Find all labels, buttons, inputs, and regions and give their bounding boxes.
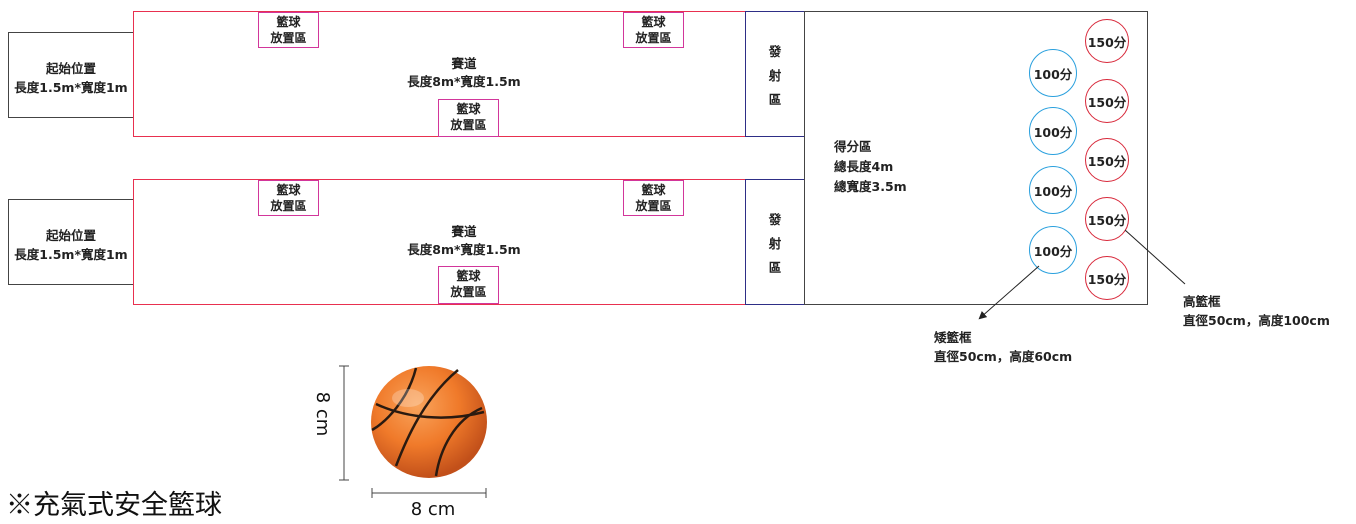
launch-zone-char: 發	[768, 44, 782, 59]
launch-zone-bottom: 發 射 區	[745, 179, 805, 305]
high-hoop: 150分	[1085, 197, 1129, 241]
ball-zone-label: 放置區	[450, 285, 487, 299]
low-hoop-title: 矮籃框	[934, 330, 972, 345]
ball-zone-label: 籃球	[641, 183, 666, 197]
ball-zone-top-left: 籃球 放置區	[258, 12, 319, 48]
track-label: 賽道 長度8m*寬度1.5m	[374, 223, 554, 259]
ball-caption: ※充氣式安全籃球	[6, 490, 222, 521]
launch-zone-char: 發	[768, 212, 782, 227]
ball-zone-label: 籃球	[456, 102, 481, 116]
ball-zone-bottom-right: 籃球 放置區	[623, 180, 684, 216]
ball-zone-label: 籃球	[276, 183, 301, 197]
ball-zone-label: 放置區	[270, 199, 307, 213]
ball-zone-label: 籃球	[276, 15, 301, 29]
track-size: 長度8m*寬度1.5m	[407, 74, 521, 89]
start-position-box-bottom: 起始位置 長度1.5m*寬度1m	[8, 199, 134, 285]
start-position-size: 長度1.5m*寬度1m	[14, 247, 128, 262]
start-position-label: 起始位置	[45, 228, 96, 243]
track-name: 賽道	[451, 56, 477, 71]
start-position-label: 起始位置	[45, 61, 96, 76]
high-hoop: 150分	[1085, 19, 1129, 63]
launch-zone-char: 區	[768, 92, 782, 107]
launch-zone-char: 區	[768, 260, 782, 275]
launch-zone-char: 射	[768, 68, 782, 83]
ball-zone-bottom-center: 籃球 放置區	[438, 266, 499, 304]
low-hoop-note: 矮籃框 直徑50cm，高度60cm	[934, 328, 1134, 366]
launch-zone-char: 射	[768, 236, 782, 251]
high-hoop-title: 高籃框	[1183, 294, 1221, 309]
score-area-length: 總長度4m	[834, 159, 894, 174]
ball-zone-bottom-left: 籃球 放置區	[258, 180, 319, 216]
low-hoop: 100分	[1029, 107, 1077, 155]
basketball-figure	[339, 365, 487, 498]
ball-zone-top-center: 籃球 放置區	[438, 99, 499, 137]
launch-zone-top: 發 射 區	[745, 11, 805, 137]
track-label: 賽道 長度8m*寬度1.5m	[374, 55, 554, 91]
ball-zone-label: 籃球	[641, 15, 666, 29]
high-hoop: 150分	[1085, 138, 1129, 182]
low-hoop-spec: 直徑50cm，高度60cm	[934, 349, 1073, 364]
ball-width-label: 8 cm	[410, 499, 456, 520]
high-hoop-note: 高籃框 直徑50cm，高度100cm	[1183, 292, 1355, 330]
high-hoop: 150分	[1085, 79, 1129, 123]
ball-zone-label: 籃球	[456, 269, 481, 283]
high-hoop: 150分	[1085, 256, 1129, 300]
low-hoop: 100分	[1029, 166, 1077, 214]
high-hoop-arrow	[1124, 229, 1186, 285]
score-area-label: 得分區 總長度4m 總寬度3.5m	[834, 137, 954, 197]
ball-zone-label: 放置區	[450, 118, 487, 132]
ball-zone-label: 放置區	[635, 31, 672, 45]
low-hoop: 100分	[1029, 49, 1077, 97]
start-position-size: 長度1.5m*寬度1m	[14, 80, 128, 95]
high-hoop-spec: 直徑50cm，高度100cm	[1183, 313, 1330, 328]
ball-height-label: 8 cm	[312, 391, 333, 437]
ball-zone-top-right: 籃球 放置區	[623, 12, 684, 48]
ball-zone-label: 放置區	[635, 199, 672, 213]
basketball-icon	[371, 366, 487, 478]
low-hoop: 100分	[1029, 226, 1077, 274]
track-size: 長度8m*寬度1.5m	[407, 242, 521, 257]
score-area-title: 得分區	[834, 139, 872, 154]
ball-zone-label: 放置區	[270, 31, 307, 45]
low-hoop-arrow	[978, 265, 1040, 320]
score-area-width: 總寬度3.5m	[834, 179, 907, 194]
start-position-box-top: 起始位置 長度1.5m*寬度1m	[8, 32, 134, 118]
track-name: 賽道	[451, 224, 477, 239]
